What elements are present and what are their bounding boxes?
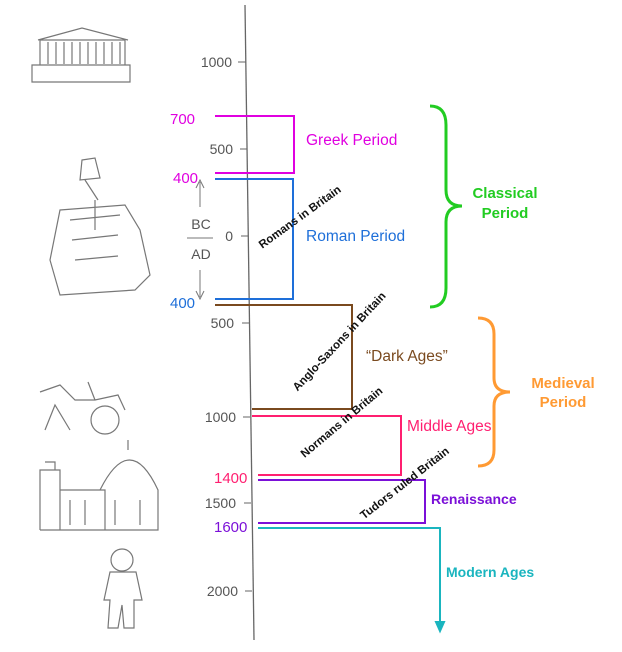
arrow-down-icon [195,270,205,301]
middle-ages-bracket [252,415,402,476]
tick-label: 2000 [207,583,238,599]
greek-period-bracket [215,115,295,174]
astronaut-sketch [103,548,143,629]
roman-soldier-sketch [49,157,151,296]
modern-ages-label: Modern Ages [446,564,534,580]
greek-period-label: Greek Period [306,132,397,149]
classical-label-line2: Period [482,205,529,222]
dark-ages-label: “Dark Ages” [366,348,448,365]
roman-end-label: 400 [170,295,195,312]
renaissance-label: Renaissance [431,491,517,507]
arrow-down-icon [434,621,446,634]
chariot-sketch [39,381,126,435]
roman-period-bracket [215,178,294,300]
renaissance-end-label: 1600 [214,519,247,536]
middle-ages-label: Middle Ages [407,418,492,435]
axis-ticks: 1000 500 0 500 1000 1500 2000 [201,54,252,599]
normans-label: Normans in Britain [299,385,386,460]
renaissance-bracket [258,479,426,524]
ad-label: AD [191,246,210,262]
middle-ages-end-label: 1400 [214,470,247,487]
medieval-brace [477,316,511,468]
tick-label: 0 [225,228,233,244]
classical-brace [429,104,463,309]
bc-ad-marker: BC AD [187,178,213,301]
tick-label: 500 [210,141,234,157]
parthenon-sketch [31,27,131,83]
tick-label: 1500 [205,495,236,511]
cathedral-sketch [39,440,159,531]
dark-ages-bracket [215,304,353,410]
bc-label: BC [191,216,210,232]
tick-label: 500 [211,315,235,331]
roman-period-label: Roman Period [306,228,405,245]
classical-label-line1: Classical [472,185,537,202]
greek-end-label: 400 [173,170,198,187]
timeline-axis [244,4,255,641]
greek-start-label: 700 [170,111,195,128]
modern-ages-bracket [258,527,441,625]
medieval-label-line1: Medieval [531,375,594,392]
tick-label: 1000 [201,54,232,70]
tudors-label: Tudors ruled Britain [358,445,451,522]
arrow-up-icon [195,178,205,207]
medieval-label-line2: Period [540,394,587,411]
tick-label: 1000 [205,409,236,425]
